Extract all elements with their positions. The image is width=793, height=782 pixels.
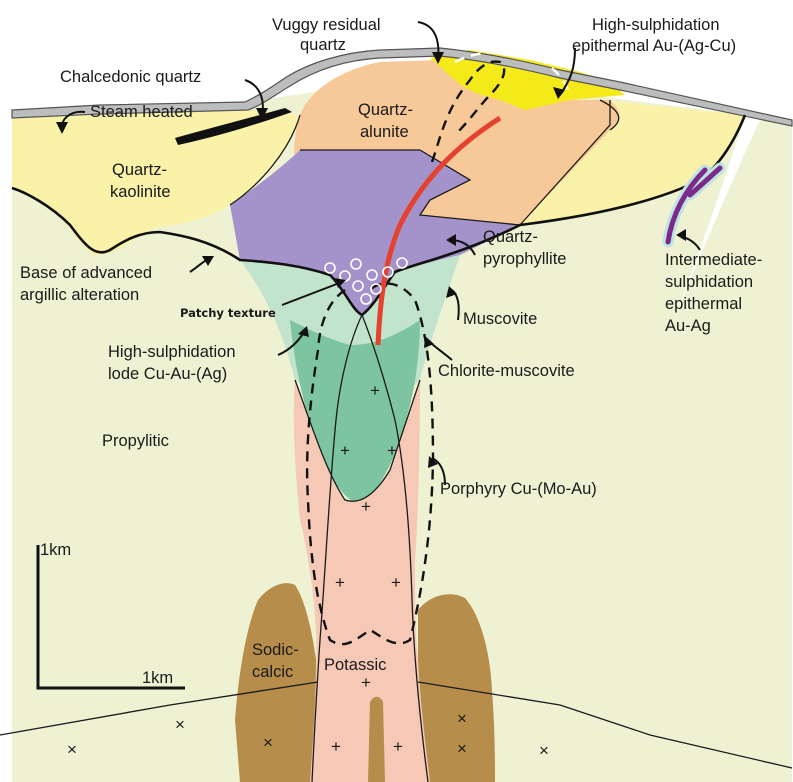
cross-symbol: × <box>539 741 549 760</box>
label-muscovite: Muscovite <box>463 310 537 328</box>
central-dyke <box>368 697 385 782</box>
plus-symbol: + <box>393 737 403 756</box>
label-steam-heated: Steam heated <box>90 103 193 121</box>
cross-symbol: × <box>263 733 273 752</box>
label-hs-lode-2: lode Cu-Au-(Ag) <box>108 365 227 383</box>
label-quartz-alunite-1: Quartz- <box>358 101 413 119</box>
label-potassic: Potassic <box>324 656 386 674</box>
label-base-2: argillic alteration <box>20 286 139 304</box>
label-hs-lode-1: High-sulphidation <box>108 343 236 361</box>
label-vuggy-1: Vuggy residual <box>272 16 381 34</box>
label-sodic-2: calcic <box>252 663 293 681</box>
label-porphyry: Porphyry Cu-(Mo-Au) <box>440 480 597 498</box>
cross-symbol: × <box>457 709 467 728</box>
plus-symbol: + <box>361 497 371 516</box>
label-is-4: Au-Ag <box>665 317 711 335</box>
cross-symbol: × <box>457 739 467 758</box>
label-is-2: sulphidation <box>665 273 753 291</box>
cross-symbol: × <box>67 740 77 759</box>
label-quartz-kaolinite-2: kaolinite <box>110 183 171 201</box>
label-propylitic: Propylitic <box>102 432 169 450</box>
cross-symbol: × <box>175 715 185 734</box>
label-scale-horizontal: 1km <box>142 669 173 687</box>
label-is-3: epithermal <box>665 295 742 313</box>
label-quartz-alunite-2: alunite <box>360 123 409 141</box>
plus-symbol: + <box>391 573 401 592</box>
label-scale-vertical: 1km <box>40 541 71 559</box>
label-base-1: Base of advanced <box>20 264 152 282</box>
label-chalcedonic: Chalcedonic quartz <box>60 68 201 86</box>
plus-symbol: + <box>335 573 345 592</box>
label-quartz-kaolinite-1: Quartz- <box>112 161 167 179</box>
label-quartz-pyrophyllite-2: pyrophyllite <box>483 250 566 268</box>
label-is-1: Intermediate- <box>665 251 762 269</box>
plus-symbol: + <box>331 737 341 756</box>
plus-symbol: + <box>387 441 397 460</box>
label-vuggy-2: quartz <box>300 36 346 54</box>
plus-symbol: + <box>370 381 380 400</box>
label-quartz-pyrophyllite-1: Quartz- <box>483 228 538 246</box>
label-patchy: Patchy texture <box>180 306 276 320</box>
plus-symbol: + <box>361 673 371 692</box>
label-hs-epi-1: High-sulphidation <box>592 16 720 34</box>
label-chlorite-muscovite: Chlorite-muscovite <box>438 362 575 380</box>
label-sodic-1: Sodic- <box>252 641 299 659</box>
plus-symbol: + <box>340 441 350 460</box>
label-hs-epi-2: epithermal Au-(Ag-Cu) <box>572 37 736 55</box>
